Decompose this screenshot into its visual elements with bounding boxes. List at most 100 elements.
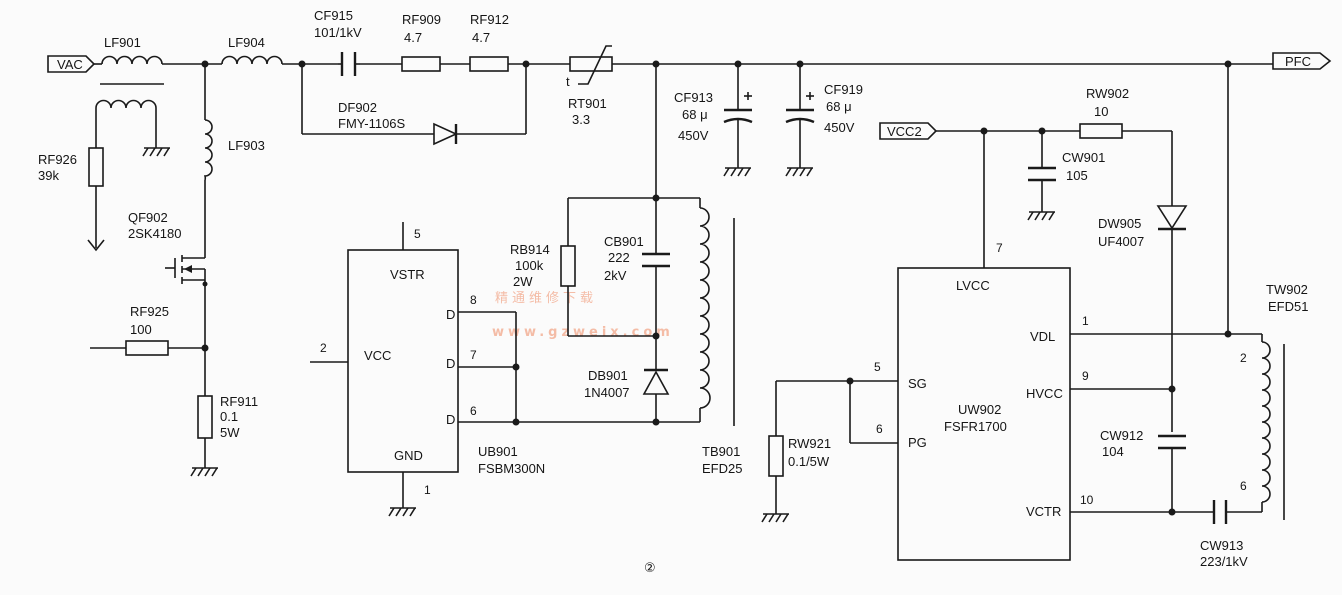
uw902-name: UW902 <box>958 402 1001 417</box>
port-pfc-label: PFC <box>1285 54 1311 69</box>
watermark-chinese: 精通维修下载 <box>495 291 597 306</box>
qf902-mosfet: QF902 2SK4180 <box>128 210 206 396</box>
uw902-vctr-label: VCTR <box>1026 504 1061 519</box>
tw902-value: EFD51 <box>1268 299 1308 314</box>
lf903-inductor: LF903 <box>203 64 265 250</box>
cw901-value: 105 <box>1066 168 1088 183</box>
uw902-pin6: 6 <box>876 422 883 436</box>
junction-dot <box>201 344 209 352</box>
watermark-url: www.gzweix.com <box>492 325 674 340</box>
ub901-value: FSBM300N <box>478 461 545 476</box>
rf911-value: 0.1 <box>220 409 238 424</box>
tb901-name: TB901 <box>702 444 740 459</box>
rb914-value: 100k <box>515 258 544 273</box>
uw902-hvcc-label: HVCC <box>1026 386 1063 401</box>
cf919-volt: 450V <box>824 120 855 135</box>
junction-dot <box>512 363 520 371</box>
uw902-pin1: 1 <box>1082 314 1089 328</box>
rw921-resistor: RW921 0.1/5W <box>768 381 831 514</box>
ub901-d-label: D <box>446 412 455 427</box>
port-pfc: PFC <box>1272 52 1332 70</box>
port-vac: VAC <box>47 55 96 73</box>
rf912-resistor: RF912 4.7 <box>469 12 509 72</box>
junction-dot <box>1224 330 1232 338</box>
rf926-name: RF926 <box>38 152 77 167</box>
tw902-name: TW902 <box>1266 282 1308 297</box>
uw902-pin5: 5 <box>874 360 881 374</box>
qf902-value: 2SK4180 <box>128 226 182 241</box>
cb901-name: CB901 <box>604 234 644 249</box>
cf915-capacitor: CF915 101/1kV <box>314 8 362 76</box>
tw902-pin6: 6 <box>1240 479 1247 493</box>
cb901-value: 222 <box>608 250 630 265</box>
cw912-name: CW912 <box>1100 428 1143 443</box>
lf901-inductor: LF901 <box>95 35 164 148</box>
cf913-volt: 450V <box>678 128 709 143</box>
uw902-pin9: 9 <box>1082 369 1089 383</box>
rt901-thermistor: t RT901 3.3 <box>566 45 613 127</box>
rf912-value: 4.7 <box>472 30 490 45</box>
rf925-resistor: RF925 100 <box>90 304 205 356</box>
port-vac-label: VAC <box>57 57 83 72</box>
ub901-pin7: 7 <box>470 348 477 362</box>
rf909-resistor: RF909 4.7 <box>401 12 441 72</box>
rw902-value: 10 <box>1094 104 1108 119</box>
tw902-pin2: 2 <box>1240 351 1247 365</box>
cw901-name: CW901 <box>1062 150 1105 165</box>
figure-number: ② <box>644 560 656 575</box>
snubber-network: RB914 100k 2W CB901 222 2kV DB901 1N4007 <box>510 197 700 422</box>
rf911-name: RF911 <box>220 394 258 409</box>
ub901-d-label: D <box>446 356 455 371</box>
vcc2-network: CW901 105 RW902 10 DW905 UF4007 <box>936 86 1188 432</box>
dw905-name: DW905 <box>1098 216 1141 231</box>
tb901-value: EFD25 <box>702 461 742 476</box>
cw913-capacitor: CW913 223/1kV <box>1200 500 1262 569</box>
uw902-ic: 7 LVCC VDL HVCC VCTR SG PG UW902 FSFR170… <box>776 241 1262 561</box>
rf926-resistor: RF926 39k <box>38 147 105 252</box>
rt901-value: 3.3 <box>572 112 590 127</box>
cf919-name: CF919 <box>824 82 863 97</box>
uw902-lvcc-label: LVCC <box>956 278 990 293</box>
rt901-mark: t <box>566 74 570 89</box>
cf913-cap: 68 μ <box>682 107 708 122</box>
cf913-capacitor: CF913 68 μ 450V <box>674 60 753 168</box>
db901-value: 1N4007 <box>584 385 630 400</box>
lf904-inductor: LF904 <box>221 35 283 65</box>
uw902-pg-label: PG <box>908 435 927 450</box>
rf909-name: RF909 <box>402 12 441 27</box>
cf919-capacitor: CF919 68 μ 450V <box>785 60 863 168</box>
uw902-value: FSFR1700 <box>944 419 1007 434</box>
rb914-power: 2W <box>513 274 533 289</box>
rf925-name: RF925 <box>130 304 169 319</box>
lf903-label: LF903 <box>228 138 265 153</box>
dw905-value: UF4007 <box>1098 234 1144 249</box>
tw902-transformer: 2 6 TW902 EFD51 <box>1240 282 1308 520</box>
uw902-pin10: 10 <box>1080 493 1094 507</box>
qf902-name: QF902 <box>128 210 168 225</box>
rw921-name: RW921 <box>788 436 831 451</box>
rt901-name: RT901 <box>568 96 607 111</box>
ground-symbol <box>785 167 813 177</box>
df902-name: DF902 <box>338 100 377 115</box>
rw902-name: RW902 <box>1086 86 1129 101</box>
uw902-vdl-label: VDL <box>1030 329 1055 344</box>
ground-symbol <box>142 147 170 157</box>
ub901-pin2: 2 <box>320 341 327 355</box>
cf915-value: 101/1kV <box>314 25 362 40</box>
junction-dot <box>512 418 520 426</box>
ub901-vstr-label: VSTR <box>390 267 425 282</box>
ub901-pin5: 5 <box>414 227 421 241</box>
df902-diode: DF902 FMY-1106S <box>301 64 527 146</box>
rf911-resistor: RF911 0.1 5W <box>197 394 258 468</box>
rb914-name: RB914 <box>510 242 550 257</box>
junction-dot <box>202 281 208 287</box>
cw912-capacitor: CW912 104 <box>1100 428 1186 512</box>
watermark: 精通维修下载 www.gzweix.com <box>492 291 674 340</box>
ub901-pin1: 1 <box>424 483 431 497</box>
rf926-value: 39k <box>38 168 59 183</box>
ground-symbol <box>761 513 789 523</box>
ub901-ic: VSTR VCC GND D D D 5 2 1 8 7 6 UB901 FSB… <box>310 222 656 508</box>
ground-symbol <box>723 167 751 177</box>
tb901-transformer: TB901 EFD25 <box>656 198 742 476</box>
